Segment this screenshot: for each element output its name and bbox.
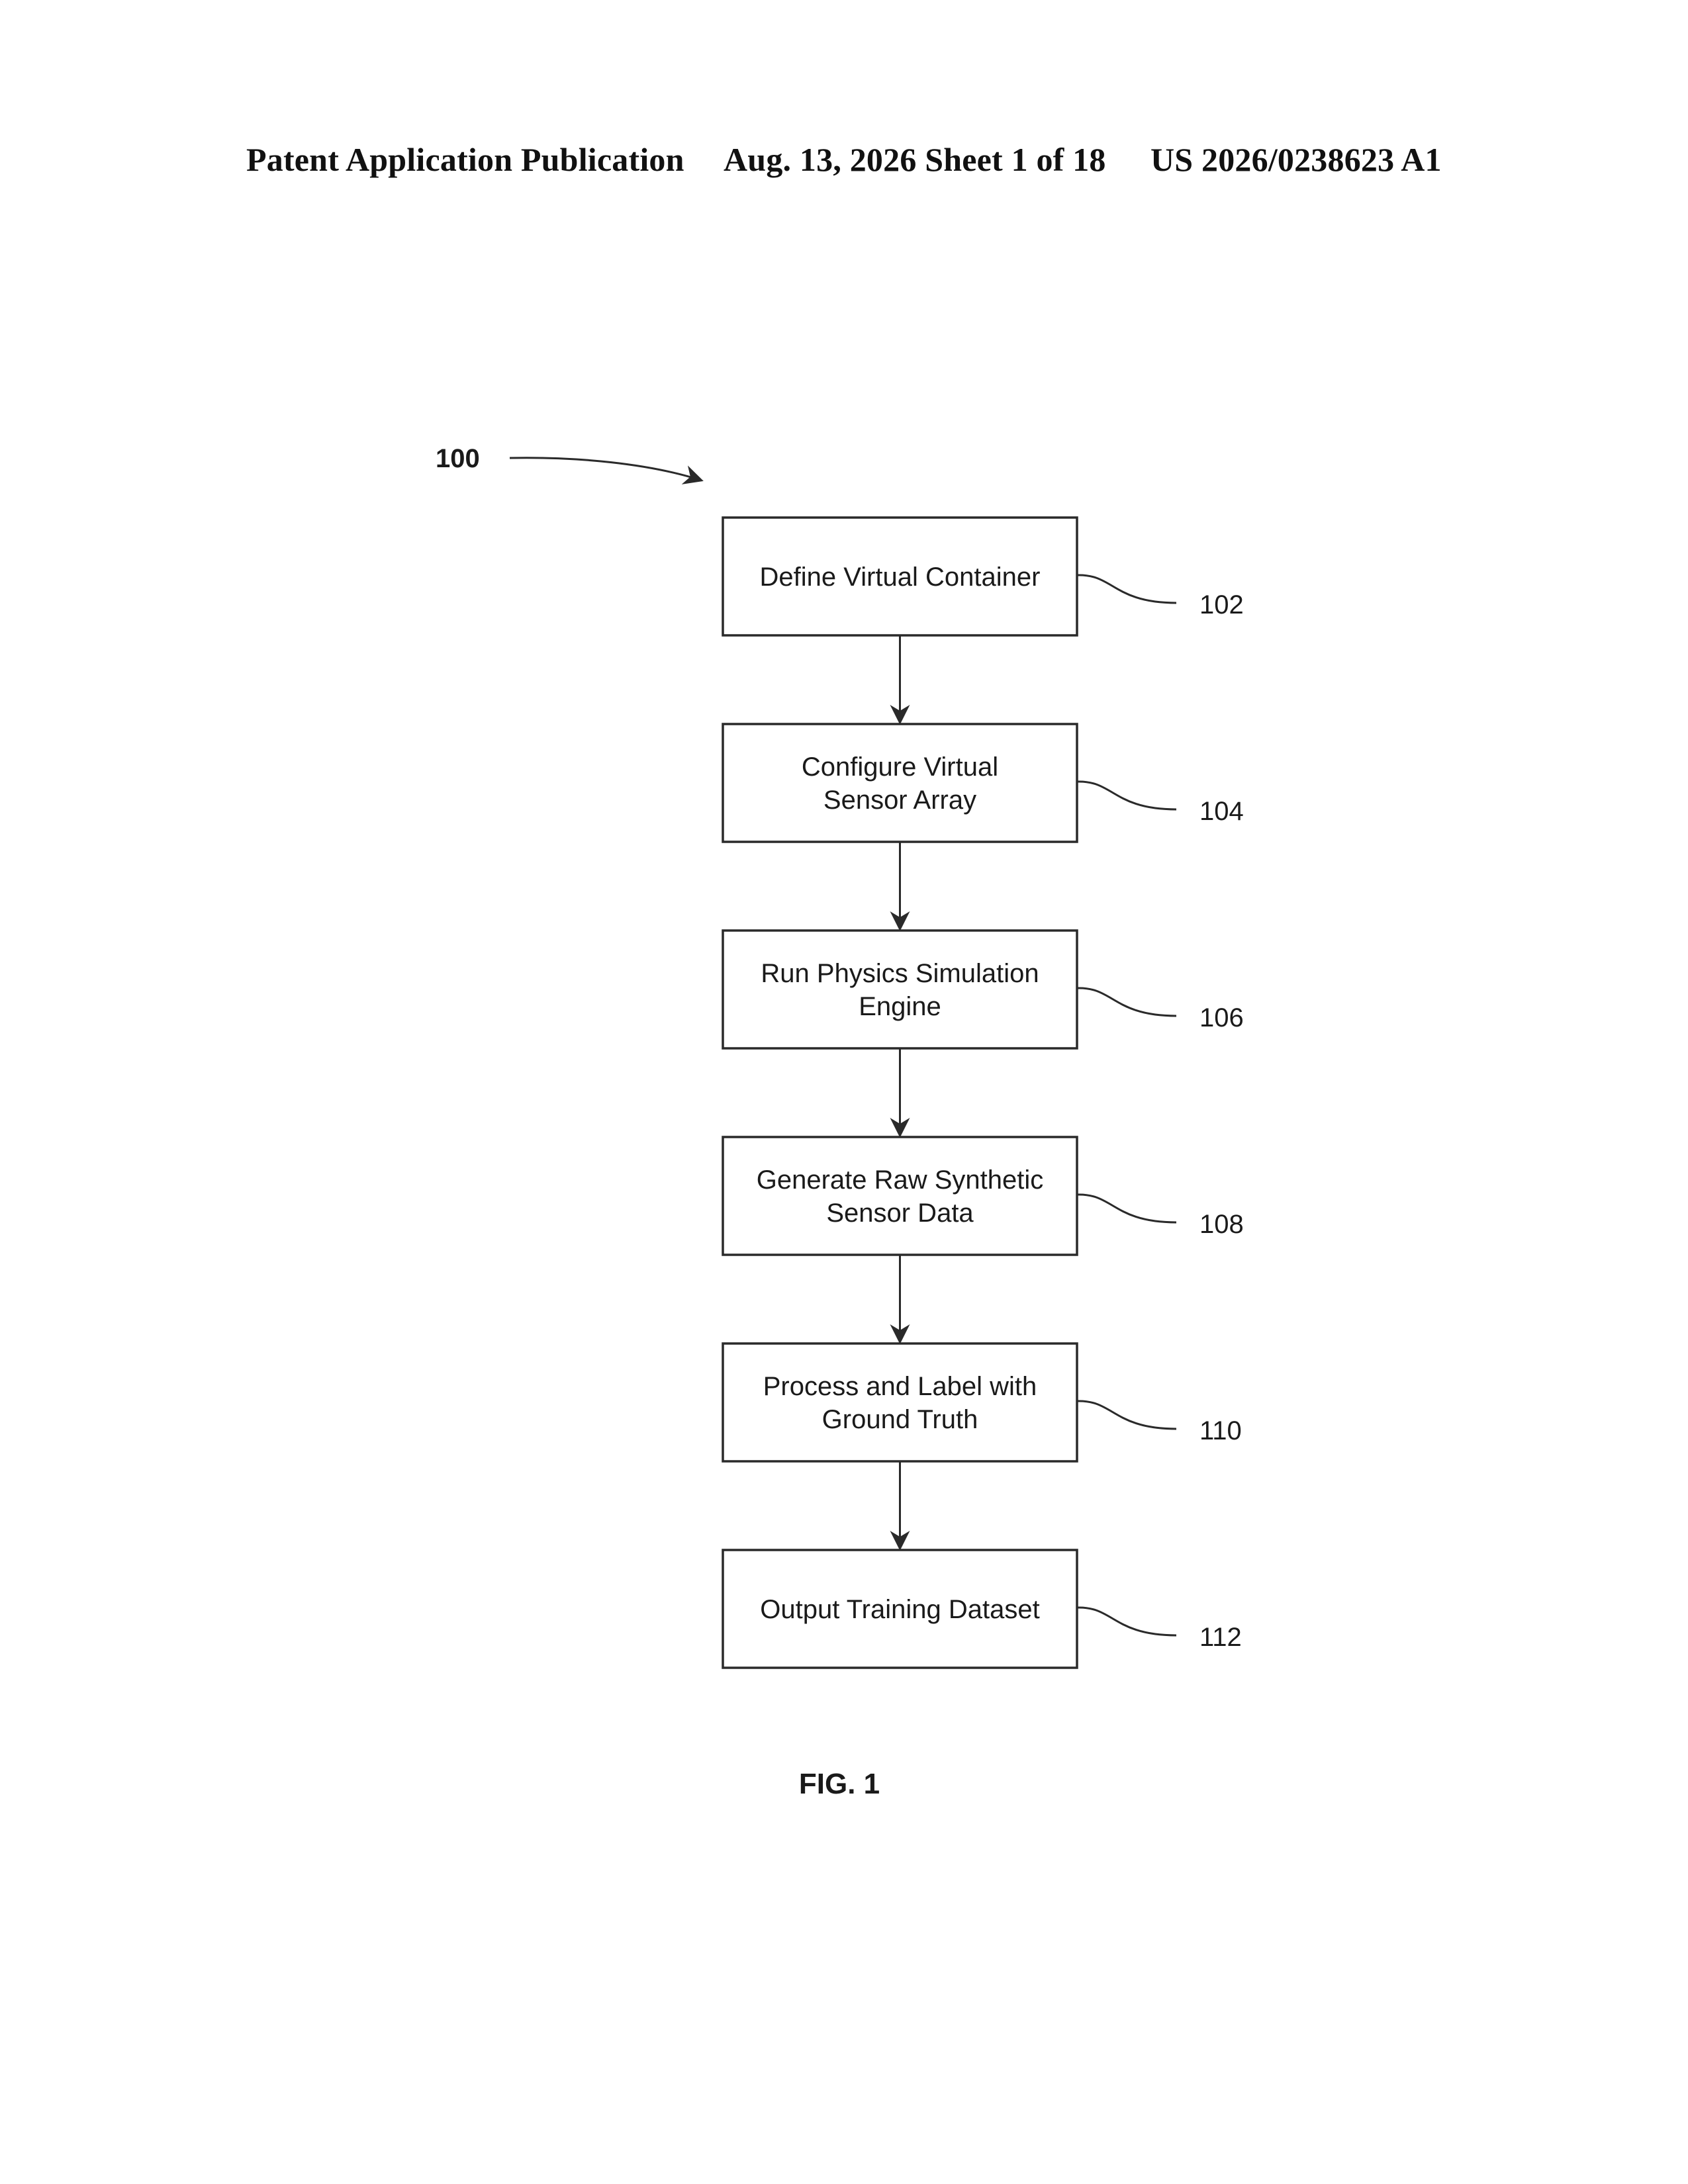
step-leader-line xyxy=(1077,1401,1176,1429)
step-box xyxy=(723,1343,1077,1461)
step-leader-line xyxy=(1077,1195,1176,1222)
step-label-line: Sensor Data xyxy=(826,1199,974,1228)
step-leader-line xyxy=(1077,575,1176,603)
step-label-line: Output Training Dataset xyxy=(760,1595,1039,1624)
figure-reference-arrow xyxy=(510,458,702,480)
step-label-line: Engine xyxy=(859,992,941,1021)
step-reference-number: 106 xyxy=(1199,1003,1244,1032)
step-leader-line xyxy=(1077,782,1176,809)
step-106: Run Physics SimulationEngine 106 xyxy=(723,931,1244,1048)
step-110: Process and Label withGround Truth 110 xyxy=(723,1343,1242,1461)
figure-reference-number: 100 xyxy=(436,444,480,473)
figure-reference-group: 100 xyxy=(436,444,702,480)
step-box xyxy=(723,724,1077,842)
step-box xyxy=(723,931,1077,1048)
step-reference-number: 108 xyxy=(1199,1210,1244,1239)
step-reference-number: 104 xyxy=(1199,797,1244,826)
step-112: Output Training Dataset 112 xyxy=(723,1550,1242,1668)
step-leader-line xyxy=(1077,1608,1176,1635)
flowchart-steps: Define Virtual Container 102Configure Vir… xyxy=(723,518,1244,1668)
step-label-line: Run Physics Simulation xyxy=(761,959,1039,988)
step-label-line: Define Virtual Container xyxy=(760,563,1041,592)
step-box xyxy=(723,1137,1077,1255)
step-108: Generate Raw SyntheticSensor Data 108 xyxy=(723,1137,1244,1255)
figure-caption: FIG. 1 xyxy=(799,1768,880,1800)
step-104: Configure VirtualSensor Array 104 xyxy=(723,724,1244,842)
step-label-line: Generate Raw Synthetic xyxy=(757,1165,1044,1195)
step-leader-line xyxy=(1077,988,1176,1016)
step-reference-number: 110 xyxy=(1199,1416,1242,1445)
step-reference-number: 102 xyxy=(1199,590,1244,619)
step-label-line: Ground Truth xyxy=(822,1405,978,1434)
step-label-line: Configure Virtual xyxy=(802,752,998,782)
step-label-line: Process and Label with xyxy=(763,1372,1037,1401)
step-102: Define Virtual Container 102 xyxy=(723,518,1244,635)
step-reference-number: 112 xyxy=(1199,1623,1242,1652)
step-label-line: Sensor Array xyxy=(823,786,976,815)
